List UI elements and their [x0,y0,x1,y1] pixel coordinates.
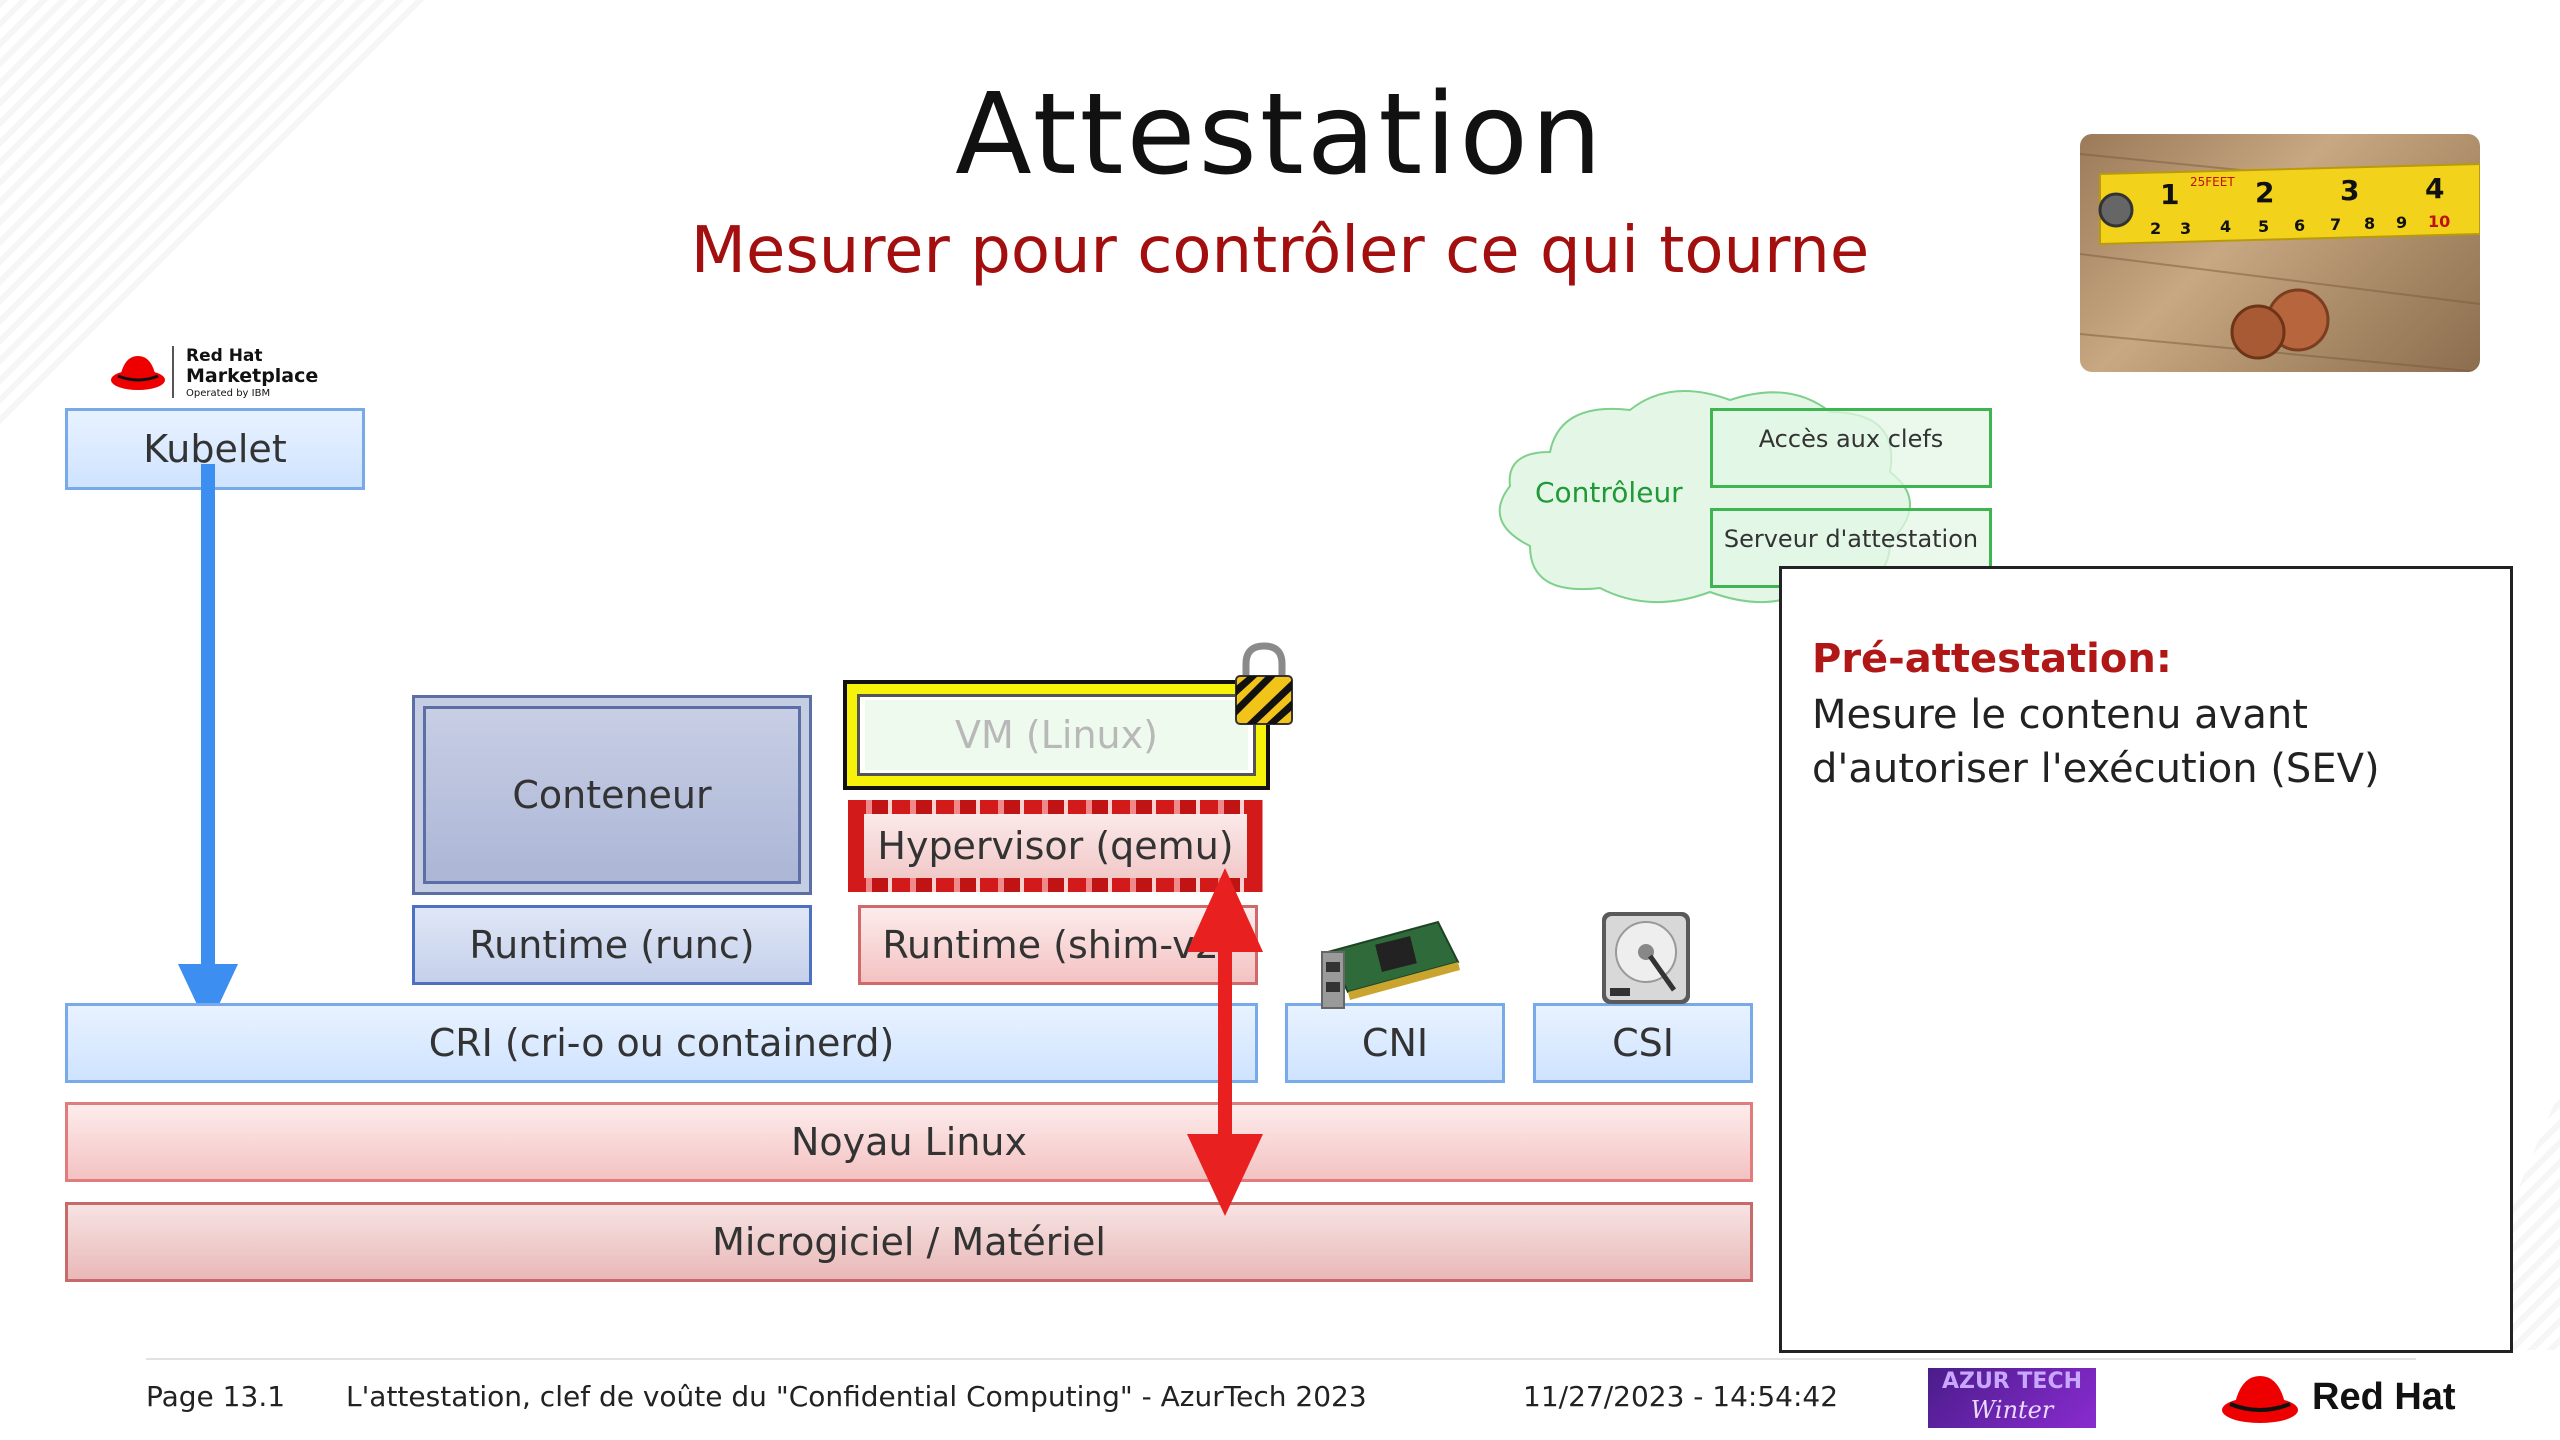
cri-label: CRI (cri-o ou containerd) [428,1021,895,1065]
footer-talk-title: L'attestation, clef de voûte du "Confide… [346,1380,1367,1413]
noyau-linux-label: Noyau Linux [791,1120,1027,1164]
noyau-linux-box: Noyau Linux [65,1102,1753,1182]
footer-datetime: 11/27/2023 - 14:54:42 [1523,1380,1839,1413]
note-body: Mesure le contenu avant d'autoriser l'ex… [1812,692,2380,792]
redhat-logo: Red Hat [2220,1370,2480,1426]
azurtech-logo-line2: Winter [1970,1396,2054,1424]
marketplace-logo-line3: Operated by IBM [186,388,271,399]
firmware-label: Microgiciel / Matériel [712,1220,1106,1264]
redhat-hat-icon [2222,1376,2298,1423]
tape-small-2: 2 [2150,219,2161,238]
kubelet-label: Kubelet [143,427,287,471]
footer-divider [146,1358,2416,1360]
azurtech-logo: AZUR TECH Winter [1928,1368,2096,1428]
footer-page: Page 13.1 [146,1380,286,1413]
marketplace-logo-line1: Red Hat [186,346,263,366]
measuring-tape-photo: 1 2 3 4 25FEET 2 3 4 5 6 7 8 9 10 [2080,134,2480,372]
tape-small-4: 4 [2220,217,2231,236]
conteneur-box: Conteneur [412,695,812,895]
firmware-box: Microgiciel / Matériel [65,1202,1753,1282]
azurtech-logo-line1: AZUR TECH [1941,1369,2083,1394]
tape-small-8: 8 [2364,214,2375,233]
tape-small-6: 6 [2294,216,2305,235]
cni-box: CNI [1285,1003,1505,1083]
tape-small-3: 3 [2180,219,2191,238]
slide-subtitle: Mesurer pour contrôler ce qui tourne [690,214,1870,288]
tape-mark-3: 3 [2340,174,2359,207]
redhat-wordmark: Red Hat [2312,1376,2456,1418]
hard-drive-icon [1602,912,1690,1004]
kubelet-to-cri-arrow [178,464,238,1028]
tape-small-9: 9 [2396,213,2407,232]
runtime-shim-label: Runtime (shim-v2) [882,923,1234,967]
tape-small-5: 5 [2258,217,2269,236]
csi-label: CSI [1612,1021,1674,1065]
padlock-icon [1235,642,1293,725]
serveur-attestation-label: Serveur d'attestation [1723,525,1979,553]
slide-title: Attestation [955,70,1605,200]
acces-clefs-label: Accès aux clefs [1758,425,1944,453]
tape-mark-2: 2 [2255,176,2274,209]
conteneur-label: Conteneur [512,773,712,817]
acces-clefs-box: Accès aux clefs [1710,408,1992,488]
csi-box: CSI [1533,1003,1753,1083]
vm-box: VM (Linux) [843,680,1270,790]
hypervisor-box: Hypervisor (qemu) [848,800,1263,892]
cri-box: CRI (cri-o ou containerd) [65,1003,1258,1083]
note-heading: Pré-attestation: [1812,636,2172,682]
measurement-double-arrow [1187,868,1263,1216]
cni-label: CNI [1361,1021,1429,1065]
tape-small-7: 7 [2330,215,2341,234]
tape-mark-1: 1 [2160,178,2179,211]
network-card-icon [1321,920,1460,1009]
vm-label: VM (Linux) [955,713,1158,757]
marketplace-logo-line2: Marketplace [186,365,319,387]
redhat-hat-icon [111,356,165,390]
hypervisor-label: Hypervisor (qemu) [877,824,1234,868]
runtime-runc-box: Runtime (runc) [412,905,812,985]
tape-mark-4: 4 [2425,172,2444,205]
marketplace-logo: Red Hat Marketplace Operated by IBM [110,346,330,402]
tape-feet-label: 25FEET [2190,175,2235,189]
tape-small-10: 10 [2428,212,2450,231]
note-box [1779,566,2513,1353]
controleur-label: Contrôleur [1535,476,1683,509]
runtime-runc-label: Runtime (runc) [469,923,755,967]
tape-measure-image: 1 2 3 4 25FEET 2 3 4 5 6 7 8 9 10 [2080,153,2480,372]
